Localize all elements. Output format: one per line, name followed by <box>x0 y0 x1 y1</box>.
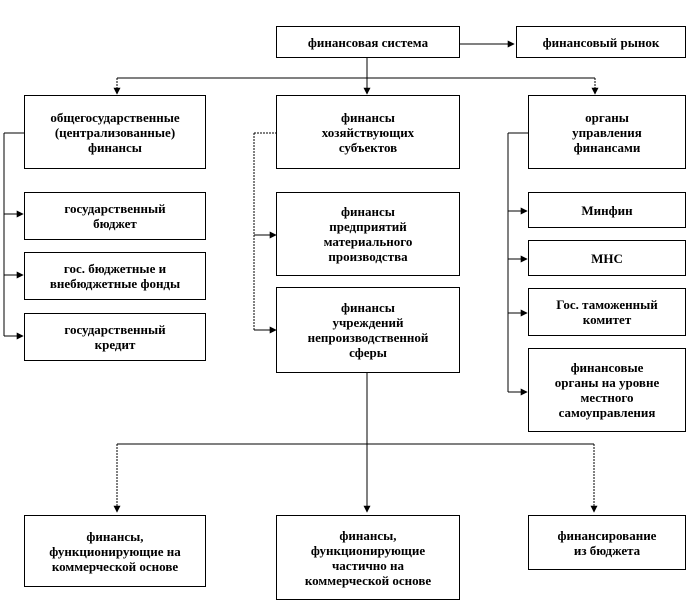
node-local: финансовые органы на уровне местного сам… <box>528 348 686 432</box>
node-local-label: финансовые органы на уровне местного сам… <box>554 360 660 420</box>
node-enterprises: финансы предприятий материального произв… <box>276 192 460 276</box>
node-business-label: финансы хозяйствующих субъектов <box>321 109 415 155</box>
node-customs: Гос. таможенный комитет <box>528 288 686 336</box>
node-partial: финансы, функционирующие частично на ком… <box>276 515 460 600</box>
node-organs: органы управления финансами <box>528 95 686 169</box>
node-business: финансы хозяйствующих субъектов <box>276 95 460 169</box>
node-customs-label: Гос. таможенный комитет <box>556 297 658 327</box>
node-general-label: общегосударственные (централизованные) ф… <box>50 109 180 155</box>
node-finmarket: финансовый рынок <box>516 26 686 58</box>
node-finsys: финансовая система <box>276 26 460 58</box>
node-finsys-label: финансовая система <box>307 34 429 50</box>
node-mns: МНС <box>528 240 686 276</box>
node-budgetfunding-label: финансирование из бюджета <box>557 527 657 558</box>
node-organs-label: органы управления финансами <box>572 109 642 155</box>
node-general: общегосударственные (централизованные) ф… <box>24 95 206 169</box>
node-commercial: финансы, функционирующие на коммерческой… <box>24 515 206 587</box>
node-budgetfunding: финансирование из бюджета <box>528 515 686 570</box>
node-credit: государственный кредит <box>24 313 206 361</box>
node-enterprises-label: финансы предприятий материального произв… <box>323 204 413 264</box>
node-finmarket-label: финансовый рынок <box>542 34 660 50</box>
node-mns-label: МНС <box>591 250 623 266</box>
node-budget: государственный бюджет <box>24 192 206 240</box>
node-credit-label: государственный кредит <box>64 322 166 352</box>
node-funds-label: гос. бюджетные и внебюджетные фонды <box>49 261 181 291</box>
node-commercial-label: финансы, функционирующие на коммерческой… <box>49 528 181 574</box>
node-funds: гос. бюджетные и внебюджетные фонды <box>24 252 206 300</box>
node-institutions: финансы учреждений непроизводственной сф… <box>276 287 460 373</box>
node-minfin-label: Минфин <box>581 202 633 218</box>
node-partial-label: финансы, функционирующие частично на ком… <box>304 527 432 588</box>
node-institutions-label: финансы учреждений непроизводственной сф… <box>307 300 429 360</box>
node-budget-label: государственный бюджет <box>64 201 166 231</box>
node-minfin: Минфин <box>528 192 686 228</box>
